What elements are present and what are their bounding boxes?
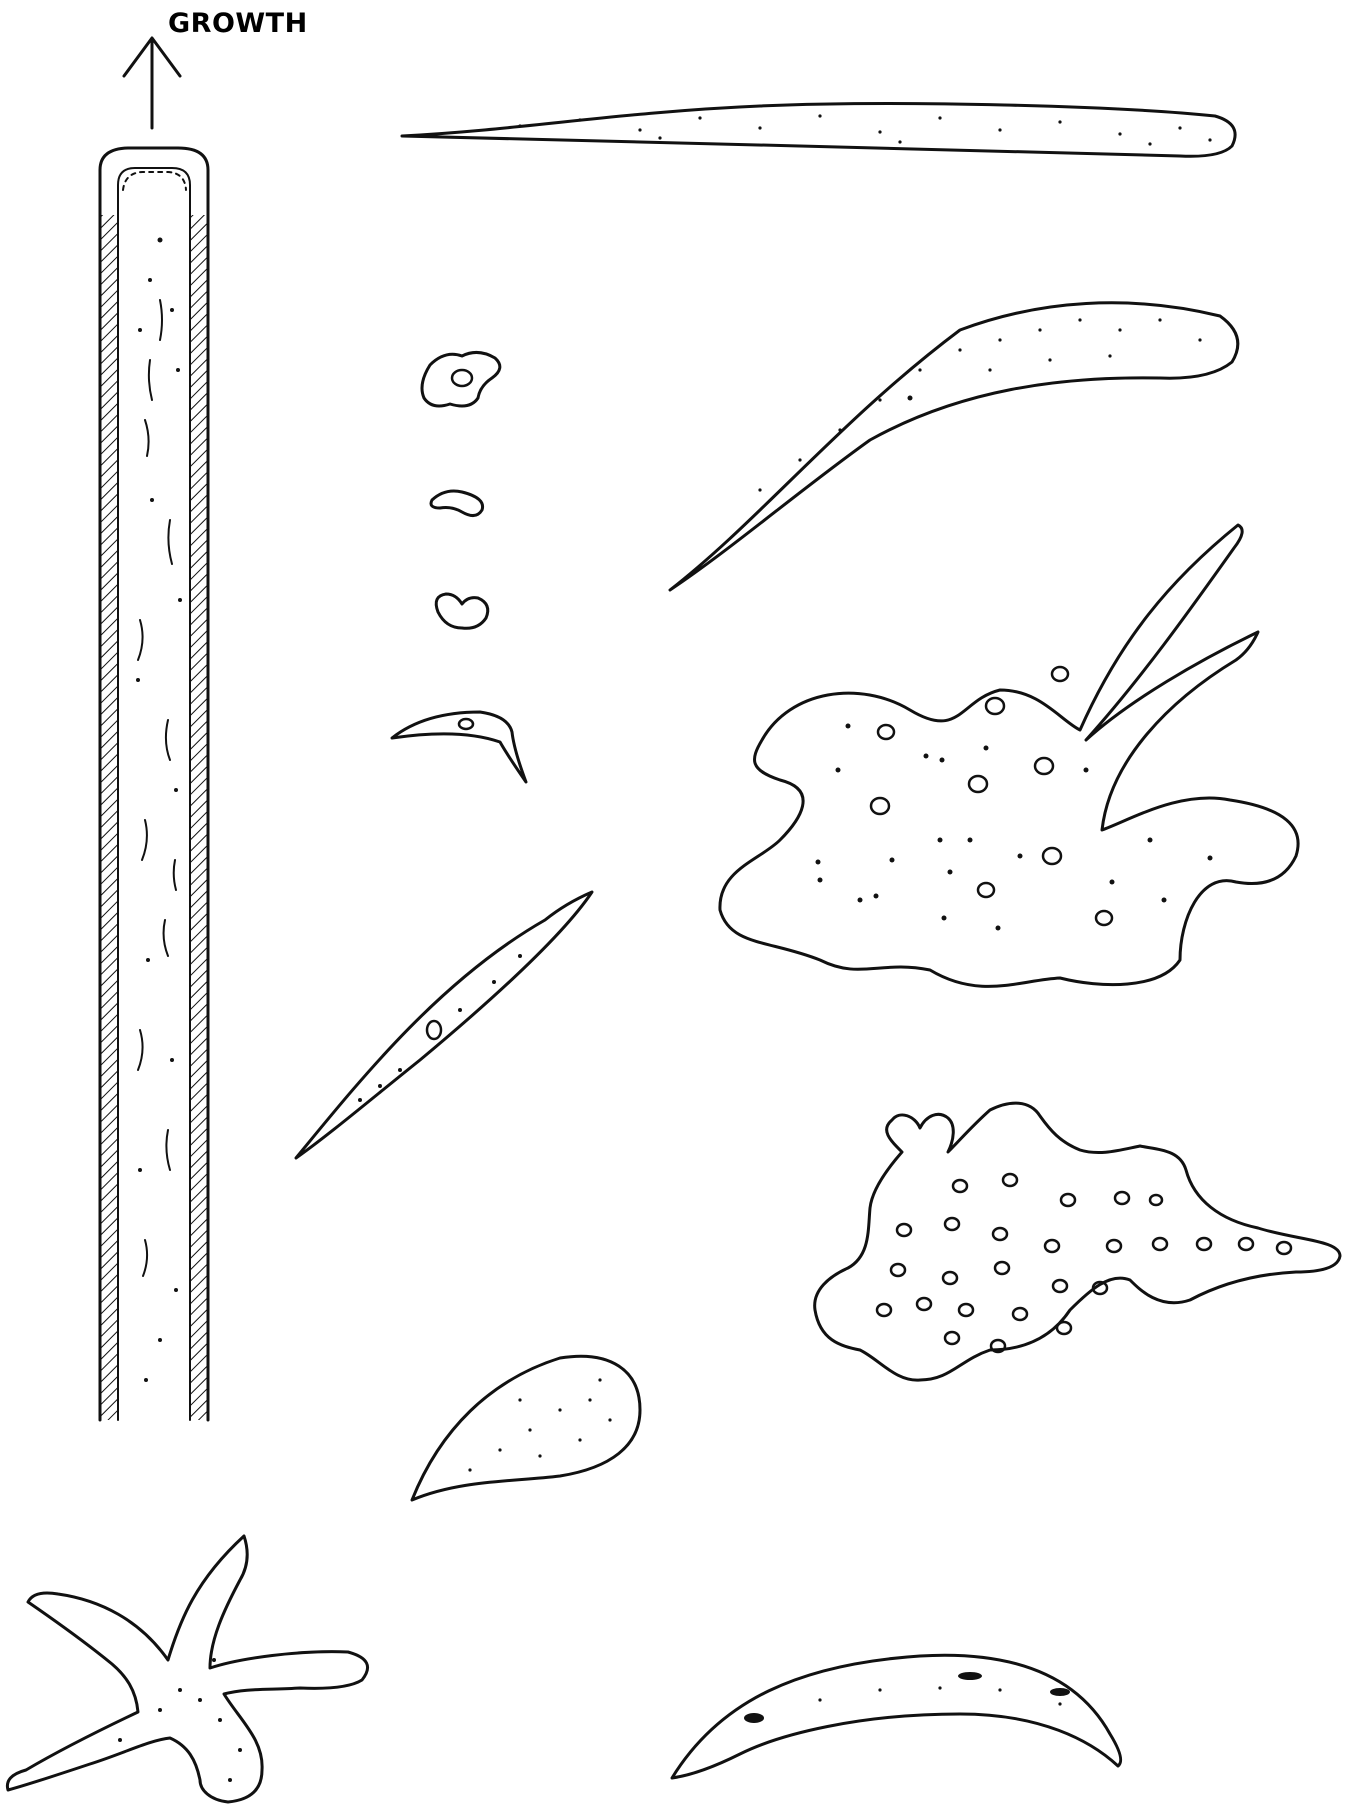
crescent-cell [672,1655,1121,1778]
lobed-cell-with-processes [720,525,1298,986]
amoeboid-small-cell [422,352,500,406]
growth-arrow-icon [124,38,180,128]
spindle-cell [296,892,592,1158]
stellate-cell [7,1536,367,1802]
lobed-vacuolated-cell [815,1103,1340,1380]
curved-spindle-cell [670,303,1238,590]
elongated-cell [402,104,1235,157]
hypha-tip [100,148,208,1420]
comma-cell [431,491,483,516]
pear-cell [412,1356,640,1500]
kidney-cell [436,594,488,628]
